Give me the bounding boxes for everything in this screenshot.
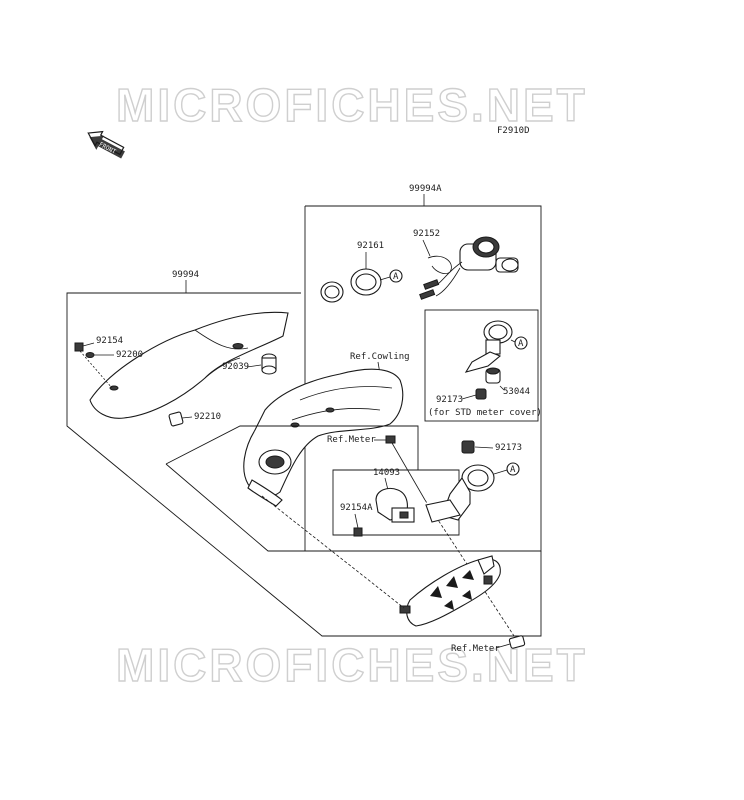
front-arrow-icon: FRONT <box>87 130 125 159</box>
nut-92173-icon <box>461 440 475 454</box>
nut-92173-top-icon <box>475 388 487 400</box>
washer-92200-icon <box>85 352 95 358</box>
circle-a-1 <box>389 269 403 283</box>
ring-small-icon <box>320 281 344 303</box>
label-92173-top: 92173 <box>436 395 463 405</box>
cowling-icon <box>243 368 404 507</box>
label-92039: 92039 <box>222 362 249 372</box>
std-meter-note: (for STD meter cover) <box>428 408 542 418</box>
switch-assembly-icon <box>419 236 519 300</box>
label-92152: 92152 <box>413 229 440 239</box>
grommet-ref-meter-icon <box>508 635 526 649</box>
ring-92161-icon <box>350 268 382 296</box>
label-92154A: 92154A <box>340 503 373 513</box>
clamp-14093-icon <box>375 487 415 523</box>
bolt-92154A-icon <box>353 527 363 537</box>
watermark-top: MICROFICHES.NET <box>116 79 588 131</box>
label-92210: 92210 <box>194 412 221 422</box>
bolt-92154-icon <box>74 342 113 389</box>
label-99994: 99994 <box>172 270 199 280</box>
circle-a-2 <box>514 336 528 350</box>
circle-a-2-label: A <box>518 339 524 349</box>
cowling-guide-box <box>165 463 305 552</box>
label-92154: 92154 <box>96 336 123 346</box>
label-ref-meter-2: Ref.Meter <box>451 644 500 654</box>
circle-a-3 <box>506 462 520 476</box>
label-ref-cowling: Ref.Cowling <box>350 352 410 362</box>
label-14093: 14093 <box>373 468 400 478</box>
label-92161: 92161 <box>357 241 384 251</box>
watermark-bottom: MICROFICHES.NET <box>116 639 588 691</box>
std-meter-cover-box <box>424 309 539 422</box>
grommet-92210-icon <box>168 411 184 427</box>
spacer-92039-icon <box>261 353 277 375</box>
bolt-long-icon <box>385 435 519 643</box>
label-99994A: 99994A <box>409 184 442 194</box>
meter-bracket-box <box>165 425 460 536</box>
kit-99994-box <box>66 292 542 637</box>
meter-stay-icon <box>399 555 501 627</box>
leader-cowling-stay <box>261 495 405 609</box>
grommet-53044-icon <box>485 367 501 384</box>
windscreen-icon <box>89 311 289 419</box>
label-ref-meter-1: Ref.Meter <box>327 435 376 445</box>
figure-code: F2910D <box>497 126 530 136</box>
label-53044: 53044 <box>503 387 530 397</box>
circle-a-3-label: A <box>510 465 516 475</box>
meter-mount-icon <box>425 464 495 523</box>
clip-92152-icon <box>427 255 452 274</box>
label-92173: 92173 <box>495 443 522 453</box>
bracket-mount-top-icon <box>464 320 513 373</box>
label-92200: 92200 <box>116 350 143 360</box>
circle-a-1-label: A <box>393 272 399 282</box>
